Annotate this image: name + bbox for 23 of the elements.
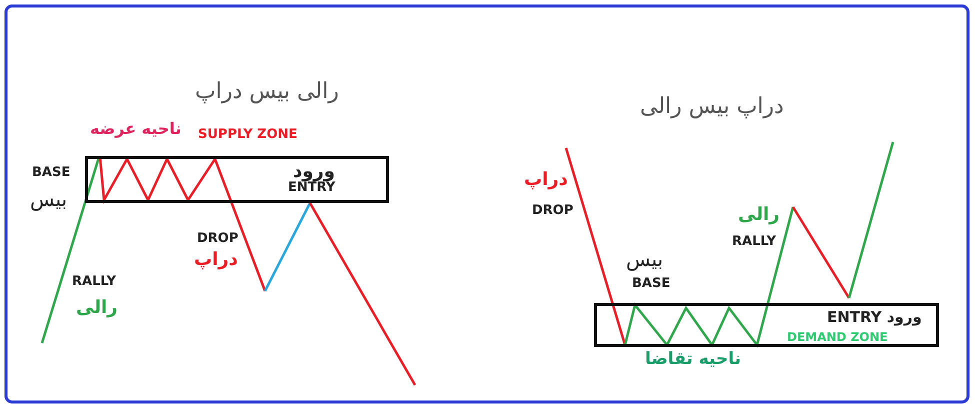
phase-label: BASE	[32, 166, 70, 180]
zone-label: SUPPLY ZONE	[198, 128, 298, 142]
phase-label: رالی	[738, 205, 780, 225]
phase-label: رالی	[76, 298, 118, 318]
phase-label: دراپ	[524, 170, 568, 190]
zone-box	[85, 156, 389, 203]
phase-label: RALLY	[732, 235, 776, 250]
chart-title: رالی بیس دراپ	[195, 80, 339, 104]
phase-label: بیس	[626, 248, 664, 270]
phase-label: دراپ	[194, 250, 238, 270]
phase-label: DROP	[532, 204, 574, 218]
zone-box	[594, 303, 939, 347]
phase-label: RALLY	[72, 275, 116, 290]
phase-label: BASE	[632, 277, 670, 292]
zone-label: DEMAND ZONE	[787, 331, 888, 344]
phase-label: بیس	[30, 188, 68, 210]
zone-label: ENTRY	[288, 181, 336, 196]
entry-label: ورود	[293, 162, 335, 182]
zone-label: ناحیه تقاضا	[645, 350, 741, 369]
chart-title: دراپ بیس رالی	[640, 95, 784, 120]
zone-label: ناحیه عرضه	[90, 120, 182, 138]
entry-label: ENTRY ورود	[827, 309, 922, 326]
phase-label: DROP	[197, 232, 238, 246]
